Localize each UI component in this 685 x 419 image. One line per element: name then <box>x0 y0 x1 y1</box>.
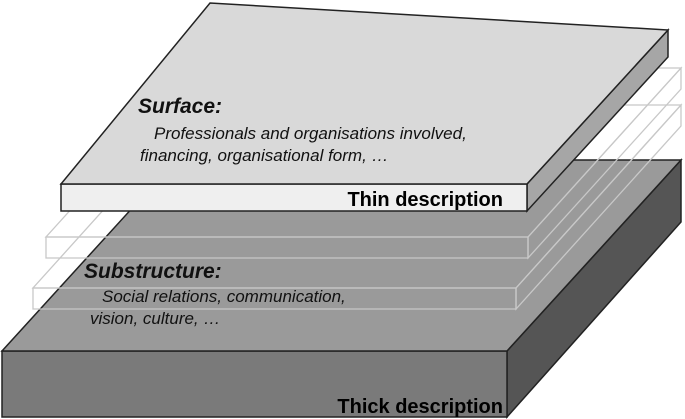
substructure-text-group: Substructure: Social relations, communic… <box>84 260 346 328</box>
thick-description-label: Thick description <box>337 396 503 418</box>
substructure-line-1: Social relations, communication, <box>102 287 346 306</box>
surface-title: Surface: <box>138 95 222 118</box>
thin-description-label: Thin description <box>347 189 503 211</box>
substructure-title: Substructure: <box>84 260 222 283</box>
surface-line-2: financing, organisational form, … <box>140 146 389 165</box>
surface-slab <box>59 2 670 213</box>
substructure-line-2: vision, culture, … <box>90 309 220 328</box>
surface-slab-top <box>59 2 670 185</box>
surface-line-1: Professionals and organisations involved… <box>154 124 467 143</box>
surface-text-group: Surface: Professionals and organisations… <box>138 95 467 165</box>
